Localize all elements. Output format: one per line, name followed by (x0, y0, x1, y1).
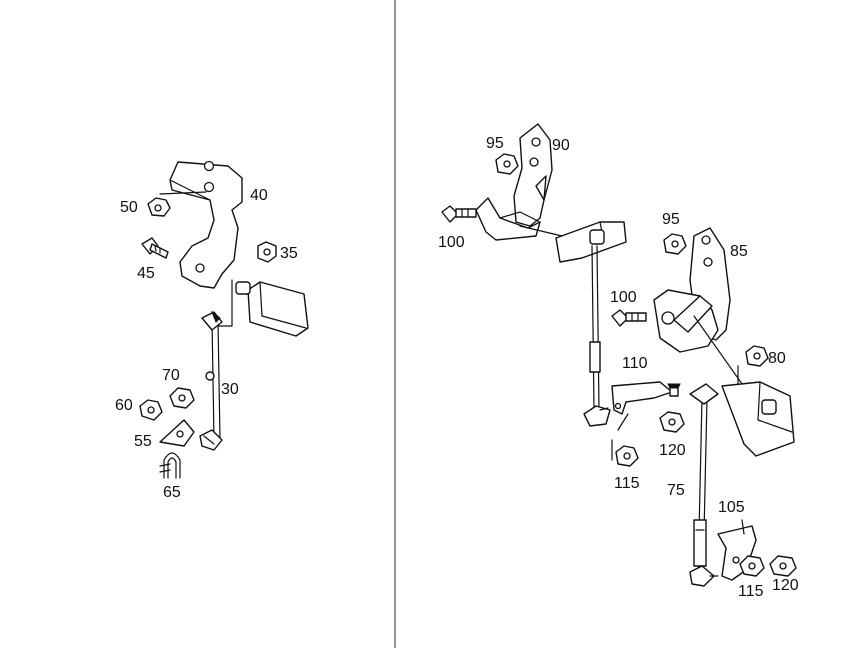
left-nut-60 (139, 399, 163, 421)
left-ubolt-65 (159, 452, 181, 479)
right-nut-120-low (769, 555, 797, 577)
callout-85: 85 (730, 243, 748, 260)
right-sensor-lower (721, 381, 795, 457)
right-sensor-upper (555, 221, 627, 263)
callout-50: 50 (120, 199, 138, 216)
right-nut-80 (737, 345, 769, 387)
left-bolt-45 (141, 237, 169, 259)
callout-100-top: 100 (438, 234, 465, 251)
callout-100-mid: 100 (610, 289, 637, 306)
callout-60: 60 (115, 397, 133, 414)
right-plate-110 (611, 381, 673, 461)
left-bracket-40 (169, 160, 243, 289)
right-bolt-100-mid (611, 309, 647, 327)
left-plate-55 (159, 419, 195, 447)
callout-110: 110 (622, 355, 648, 372)
callout-95-top: 95 (486, 135, 504, 152)
right-link-rod-75 (689, 383, 719, 587)
right-nut-95-mid (663, 233, 687, 255)
left-link-rod-30 (199, 310, 223, 451)
callout-120-low: 120 (772, 577, 799, 594)
callout-65: 65 (163, 484, 181, 501)
callout-75: 75 (667, 482, 685, 499)
right-nut-115-low (739, 555, 765, 577)
right-bracket-90 (513, 123, 553, 227)
callout-105: 105 (718, 499, 745, 516)
right-bolt-100-top (441, 205, 477, 223)
callout-120-mid: 120 (659, 442, 686, 459)
callout-80: 80 (768, 350, 786, 367)
callout-40: 40 (250, 187, 268, 204)
right-nut-95-top (495, 153, 519, 175)
callout-55: 55 (134, 433, 152, 450)
right-mount-plate (653, 289, 753, 399)
right-nut-115-mid (615, 445, 639, 467)
left-level-sensor (217, 279, 309, 337)
right-bolt-small (667, 383, 681, 397)
callout-30: 30 (221, 381, 239, 398)
left-nut-70 (169, 387, 195, 409)
callout-95-mid: 95 (662, 211, 680, 228)
callout-115-mid: 115 (614, 475, 640, 492)
left-nut-35 (257, 241, 277, 263)
callout-45: 45 (137, 265, 155, 282)
right-nut-120-mid (659, 411, 685, 433)
right-long-rod (583, 245, 611, 427)
callout-35: 35 (280, 245, 298, 262)
right-upper-arm (475, 197, 563, 241)
left-nut-50 (147, 191, 207, 217)
callout-115-low: 115 (738, 583, 764, 600)
callout-70: 70 (162, 367, 180, 384)
callout-90: 90 (552, 137, 570, 154)
